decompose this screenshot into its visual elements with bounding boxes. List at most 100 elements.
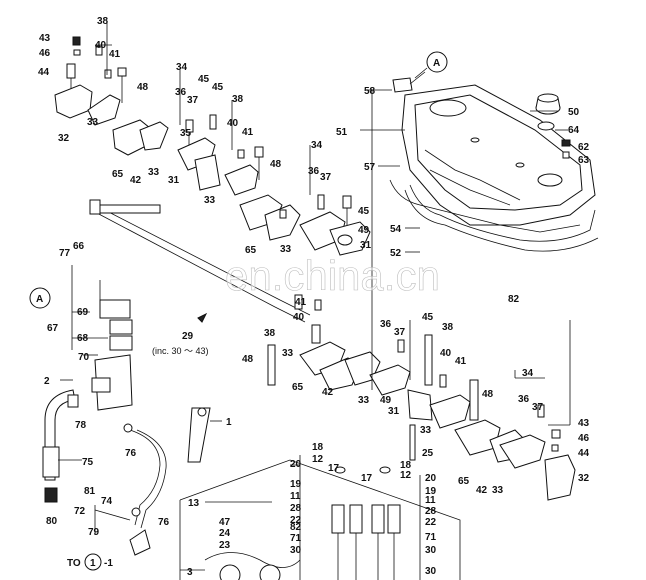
- bracket-assembly: [91, 280, 133, 411]
- rocker-shaft: [89, 199, 311, 323]
- callout-40-b: 40: [227, 118, 239, 129]
- callout-34-b: 34: [311, 140, 323, 151]
- callout-37-c: 37: [394, 327, 406, 338]
- callout-43: 43: [39, 33, 51, 44]
- callout-74: 74: [101, 496, 113, 507]
- callout-labels: 43 46 44 38 40 41 48 32 33 42 65 33 34 3…: [38, 16, 590, 578]
- callout-82: 82: [508, 294, 520, 305]
- callout-65: 65: [112, 169, 124, 180]
- callout-60: 23: [219, 540, 231, 551]
- callout-64: 64: [568, 125, 580, 136]
- callout-46: 46: [39, 48, 51, 59]
- dipstick-arm: [187, 407, 211, 463]
- callout-33-e: 33: [282, 348, 294, 359]
- callout-32-b: 32: [578, 473, 590, 484]
- callout-65-b: 65: [245, 245, 257, 256]
- callout-70: 70: [78, 352, 90, 363]
- callout-49: 49: [358, 225, 370, 236]
- callout-20: 82: [290, 522, 302, 533]
- callout-76: 76: [125, 448, 137, 459]
- callout-65-c: 65: [292, 382, 304, 393]
- rocker-arm-assembly-lower: [267, 294, 576, 501]
- callout-49-b: 49: [380, 395, 392, 406]
- callout-33-g: 33: [420, 425, 432, 436]
- callout-50: 50: [568, 107, 580, 118]
- callout-76-b: 76: [158, 517, 170, 528]
- callout-44-b: 44: [578, 448, 590, 459]
- cover-gasket: [389, 179, 581, 233]
- marker-a-left-label: A: [36, 294, 43, 305]
- callout-48-c: 48: [242, 354, 254, 365]
- callout-37-d: 37: [532, 402, 544, 413]
- callout-40: 40: [95, 40, 107, 51]
- rocker-arm-assembly-right: [299, 194, 371, 256]
- callout-42: 42: [130, 175, 142, 186]
- callout-21-b: 20: [425, 473, 437, 484]
- callout-48-b: 48: [270, 159, 282, 170]
- callout-41: 41: [109, 49, 121, 60]
- callout-13: 13: [188, 498, 200, 509]
- callout-23-b: 18: [400, 460, 412, 471]
- callout-35: 35: [180, 128, 192, 139]
- callout-33: 33: [87, 117, 99, 128]
- callout-43-b: 43: [578, 418, 590, 429]
- callout-36-b: 36: [308, 166, 320, 177]
- callout-81: 81: [84, 486, 96, 497]
- callout-11: 30: [290, 545, 302, 556]
- callout-37-b: 37: [320, 172, 332, 183]
- callout-78: 78: [75, 420, 87, 431]
- callout-45: 45: [198, 74, 210, 85]
- callout-48-d: 48: [482, 389, 494, 400]
- callout-24: 12: [312, 454, 324, 465]
- callout-24-b: 12: [400, 470, 412, 481]
- callout-44: 44: [38, 67, 50, 78]
- callout-32: 32: [58, 133, 70, 144]
- callout-18: 11: [290, 491, 301, 502]
- callout-80: 80: [46, 516, 58, 527]
- callout-46-b: 46: [578, 433, 590, 444]
- callout-11-b: 30: [425, 545, 437, 556]
- oil-hose: [123, 423, 167, 556]
- water-pipe: [42, 389, 79, 503]
- callout-36: 36: [175, 87, 187, 98]
- callout-57: 57: [364, 162, 376, 173]
- cap-nut: [561, 139, 571, 159]
- marker-a-top-label: A: [433, 58, 440, 69]
- callout-12-b: 28: [425, 506, 437, 517]
- callout-41-b: 41: [242, 127, 254, 138]
- callout-31-b: 31: [360, 240, 372, 251]
- callout-67: 67: [47, 323, 59, 334]
- callout-45-d: 45: [422, 312, 434, 323]
- callout-75: 75: [82, 457, 94, 468]
- to-text: TO: [67, 558, 81, 569]
- callout-38-d: 38: [442, 322, 454, 333]
- reference-to-1: TO 1 -1: [67, 553, 113, 571]
- watermark: en.china.cn: [225, 252, 440, 299]
- callout-38-c: 38: [264, 328, 276, 339]
- callout-63: 63: [578, 155, 590, 166]
- callout-77: 77: [59, 248, 71, 259]
- assembly-29-note-text: (inc. 30 ～ 43): [152, 346, 209, 356]
- callout-62: 62: [578, 142, 590, 153]
- callout-72: 72: [74, 506, 86, 517]
- callout-18-b: 11: [425, 495, 436, 506]
- callout-19-b: 71: [425, 532, 437, 543]
- callout-31: 31: [168, 175, 180, 186]
- callout-48: 48: [137, 82, 149, 93]
- callout-69: 69: [77, 307, 89, 318]
- callout-2: 2: [44, 376, 50, 387]
- callout-42-c: 42: [476, 485, 488, 496]
- callout-66: 66: [73, 241, 85, 252]
- callout-33-c: 33: [204, 195, 216, 206]
- valve-springs: [331, 424, 416, 580]
- rocker-arm-assembly-mid: [177, 114, 301, 241]
- rocker-arm-assembly-upper: [54, 36, 169, 156]
- assembly-29-note: 29 (inc. 30 ～ 43): [152, 312, 209, 356]
- breather-fitting: [392, 71, 426, 93]
- callout-12: 28: [290, 503, 302, 514]
- callout-40-d: 40: [440, 348, 452, 359]
- callout-25: 19: [290, 479, 302, 490]
- callout-11-c: 30: [425, 566, 437, 577]
- callout-41-d: 41: [455, 356, 467, 367]
